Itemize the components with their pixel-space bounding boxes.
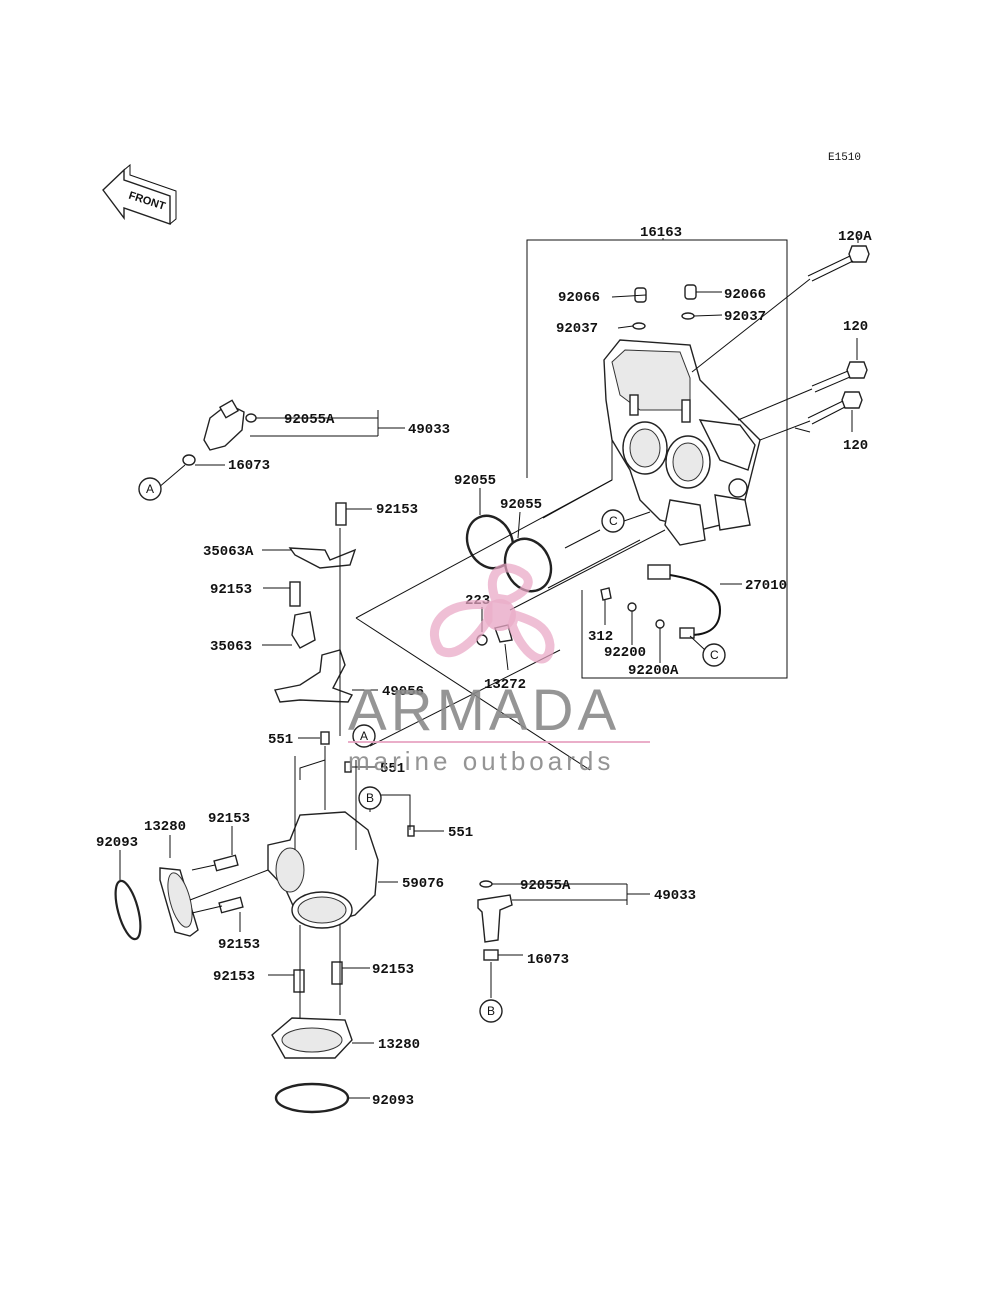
bolt-92153-f xyxy=(331,961,343,985)
bolt-92153-a xyxy=(335,502,347,526)
ref-marker-c-upper: C xyxy=(601,509,625,533)
label-16073-top: 16073 xyxy=(228,458,270,474)
ref-marker-c-lower: C xyxy=(702,643,726,667)
label-16073-bottom: 16073 xyxy=(527,952,569,968)
label-92153-d: 92153 xyxy=(218,937,260,953)
intake-manifold-59076 xyxy=(267,811,398,929)
label-92037-left: 92037 xyxy=(556,321,598,337)
label-551-a: 551 xyxy=(268,732,293,748)
seal-92093-left xyxy=(114,879,142,941)
watermark: ARMADA marine outboards xyxy=(348,563,650,776)
label-92055-right: 92055 xyxy=(500,497,542,513)
label-120-lower: 120 xyxy=(843,438,868,454)
label-551-b: 551 xyxy=(380,761,405,777)
label-13280-bottom: 13280 xyxy=(378,1037,420,1053)
label-49056: 49056 xyxy=(382,684,424,700)
seal-92093-bottom xyxy=(274,1082,350,1114)
screw-312 xyxy=(600,587,612,601)
label-59076: 59076 xyxy=(402,876,444,892)
label-92037-right: 92037 xyxy=(724,309,766,325)
label-120-upper: 120 xyxy=(843,319,868,335)
svg-text:A: A xyxy=(360,729,368,743)
ref-marker-b-mid: B xyxy=(358,786,382,810)
label-49033-bottom: 49033 xyxy=(654,888,696,904)
label-35063: 35063 xyxy=(210,639,252,655)
label-35063A: 35063A xyxy=(203,544,254,560)
watermark-brand: ARMADA xyxy=(348,678,620,743)
bolt-92153-c xyxy=(213,854,239,872)
bolt-92153-b xyxy=(289,581,301,607)
diagram-code: E1510 xyxy=(828,152,861,164)
sensor-harness-27010 xyxy=(647,564,742,639)
label-27010: 27010 xyxy=(745,578,787,594)
label-13272: 13272 xyxy=(484,677,526,693)
propeller-logo xyxy=(429,563,555,664)
svg-text:B: B xyxy=(487,1004,495,1018)
bolt-120A xyxy=(691,245,870,373)
bolt-92153-e xyxy=(293,969,305,993)
label-16163: 16163 xyxy=(640,225,682,241)
label-92200A: 92200A xyxy=(628,663,679,679)
label-13280-left: 13280 xyxy=(144,819,186,835)
bracket-35063A xyxy=(288,547,357,569)
label-551-c: 551 xyxy=(448,825,473,841)
fuel-pipe-49056 xyxy=(274,649,378,703)
label-92153-c: 92153 xyxy=(208,811,250,827)
label-92055A-top: 92055A xyxy=(284,412,335,428)
cap-92066-right xyxy=(684,284,697,300)
label-92066-right: 92066 xyxy=(724,287,766,303)
o-ring-92055-right xyxy=(503,537,553,593)
svg-text:C: C xyxy=(710,648,719,662)
washer-92200 xyxy=(627,602,637,612)
front-direction-arrow: FRONT xyxy=(102,163,177,225)
ref-marker-b-bottom: B xyxy=(479,999,503,1023)
label-92093-bottom: 92093 xyxy=(372,1093,414,1109)
svg-text:B: B xyxy=(366,791,374,805)
bolt-92153-d xyxy=(218,896,244,914)
bolt-120-upper xyxy=(737,361,868,421)
clip-92037-left xyxy=(632,322,646,330)
throttle-body-bracket xyxy=(526,238,788,679)
injector-49033-bottom xyxy=(477,880,650,998)
label-92055-left: 92055 xyxy=(454,473,496,489)
svg-text:C: C xyxy=(609,514,618,528)
label-92153-b: 92153 xyxy=(210,582,252,598)
label-120A: 120A xyxy=(838,229,872,245)
label-49033-top: 49033 xyxy=(408,422,450,438)
label-92153-a: 92153 xyxy=(376,502,418,518)
bracket-35063 xyxy=(291,611,316,649)
injector-49033-top xyxy=(157,399,405,489)
label-92055A-bottom: 92055A xyxy=(520,878,571,894)
label-92200: 92200 xyxy=(604,645,646,661)
label-312: 312 xyxy=(588,629,613,645)
clip-92037-right xyxy=(681,312,695,320)
pin-551-a xyxy=(320,731,330,745)
label-92066-left: 92066 xyxy=(558,290,600,306)
bolt-120-lower xyxy=(759,391,863,441)
washer-92200A xyxy=(655,619,665,629)
label-92153-f: 92153 xyxy=(372,962,414,978)
ref-marker-a-top: A xyxy=(138,477,162,501)
svg-text:A: A xyxy=(146,482,154,496)
label-92093-left: 92093 xyxy=(96,835,138,851)
throttle-body xyxy=(603,339,761,546)
watermark-tagline: marine outboards xyxy=(348,746,614,776)
pin-551-c xyxy=(407,825,415,837)
label-92153-e: 92153 xyxy=(213,969,255,985)
